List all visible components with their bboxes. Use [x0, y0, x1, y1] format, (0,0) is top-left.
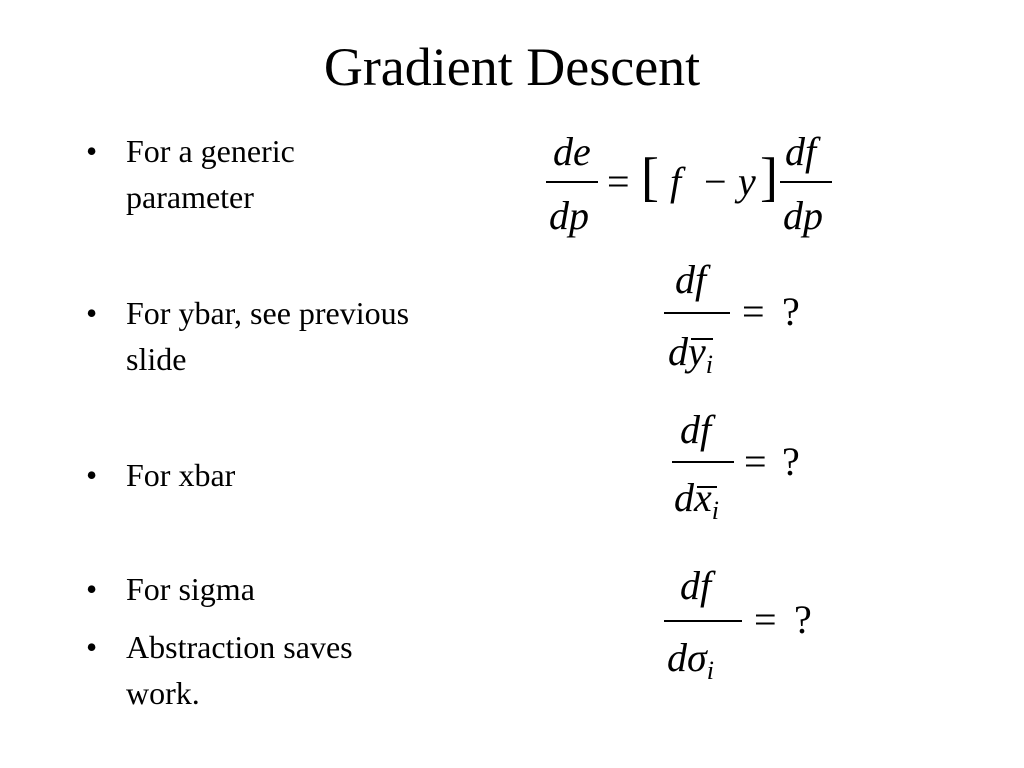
bullet-text-line: parameter [126, 179, 254, 215]
slide-title: Gradient Descent [323, 37, 701, 97]
bullet-text-line: work. [126, 675, 200, 711]
question-mark: ? [782, 439, 800, 484]
fraction-bar [672, 461, 734, 463]
bullet-marker: • [86, 133, 98, 169]
right-bracket: ] [760, 147, 778, 207]
fraction-denominator: dyi [668, 328, 713, 379]
subscript-i: i [705, 350, 713, 379]
bullet-abstraction: • Abstraction saves work. [86, 624, 506, 716]
subscript-i: i [706, 656, 714, 685]
bullet-text-line: For a generic [126, 133, 295, 169]
fraction-numerator: de [553, 129, 591, 174]
bullet-ybar: • For ybar, see previous slide [86, 290, 506, 382]
fraction-denominator: dp [783, 193, 823, 238]
bullet-marker: • [86, 295, 98, 331]
left-bracket: [ [641, 147, 659, 207]
bullet-xbar: • For xbar [86, 452, 506, 498]
equals-sign: = [754, 597, 777, 642]
fraction-denominator: dp [549, 193, 589, 238]
fraction-bar [664, 312, 730, 314]
y-variable: y [738, 159, 756, 204]
bullet-marker: • [86, 457, 98, 493]
minus-sign: − [704, 159, 727, 204]
bullet-text-line: For ybar, see previous [126, 295, 410, 331]
differential-d: d [668, 329, 688, 374]
fraction-bar [546, 181, 598, 183]
fraction-numerator: df [680, 407, 712, 452]
overline-bar [691, 338, 713, 340]
bullet-marker: • [86, 629, 98, 665]
bullet-text-line: For sigma [126, 571, 255, 607]
question-mark: ? [794, 597, 812, 642]
subscript-i: i [711, 496, 719, 525]
f-variable: f [670, 159, 682, 204]
fraction-denominator: dσi [667, 634, 714, 685]
question-mark: ? [782, 289, 800, 334]
fraction-numerator: df [785, 129, 817, 174]
equals-sign: = [744, 439, 767, 484]
equals-sign: = [607, 159, 630, 204]
differential-d: d [667, 635, 687, 680]
sigma-variable: σ [687, 635, 707, 680]
equals-sign: = [742, 289, 765, 334]
bullet-text-line: For xbar [126, 457, 236, 493]
fraction-numerator: df [675, 257, 707, 302]
bullet-text-line: slide [126, 341, 187, 377]
bullet-generic-parameter: • For a generic parameter [86, 128, 506, 220]
ybar-variable: y [688, 329, 706, 374]
fraction-bar [664, 620, 742, 622]
overline-bar [697, 486, 717, 488]
fraction-numerator: df [680, 563, 712, 608]
bullet-text-line: Abstraction saves [126, 629, 353, 665]
fraction-bar [780, 181, 832, 183]
differential-d: d [674, 475, 694, 520]
bullet-marker: • [86, 571, 98, 607]
bullet-sigma: • For sigma [86, 566, 506, 612]
